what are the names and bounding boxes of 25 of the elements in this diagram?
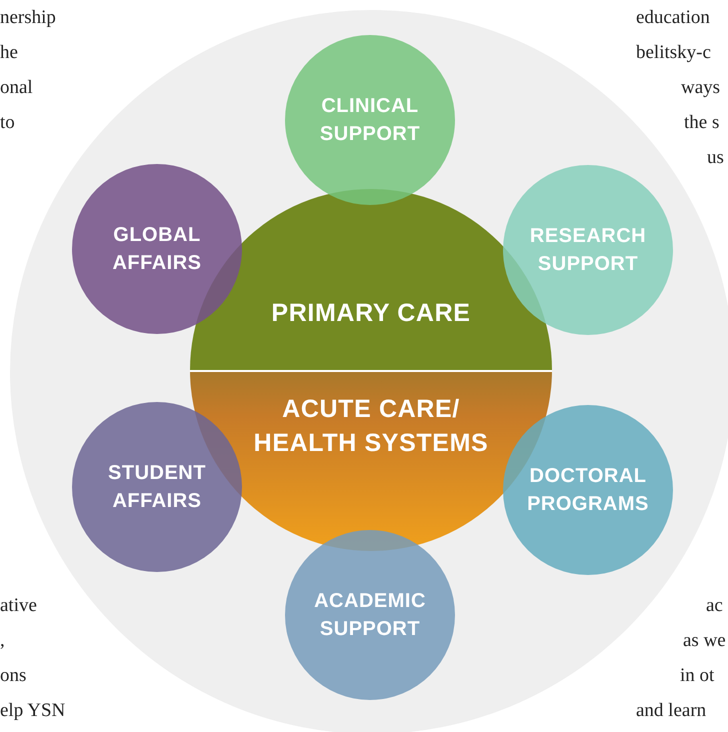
body-text-fragment: and learn bbox=[636, 699, 706, 723]
body-text-fragment: the s bbox=[684, 111, 720, 135]
circle-label: GLOBAL AFFAIRS bbox=[111, 223, 203, 276]
body-text-fragment: us bbox=[707, 146, 724, 170]
body-text-fragment: ative bbox=[0, 594, 37, 618]
body-text-fragment: ons bbox=[0, 664, 26, 688]
body-text-fragment: as we bbox=[683, 629, 726, 653]
circle-label: ACADEMIC SUPPORT bbox=[313, 589, 427, 642]
body-text-fragment: he bbox=[0, 41, 18, 65]
body-text-fragment: ac bbox=[706, 594, 723, 618]
body-text-fragment: in ot bbox=[680, 664, 714, 688]
body-text-fragment: belitsky-c bbox=[636, 41, 711, 65]
body-text-fragment: , bbox=[0, 629, 5, 653]
body-text-fragment: nership bbox=[0, 6, 56, 30]
circle-label: RESEARCH SUPPORT bbox=[528, 224, 648, 277]
circle-title: ACUTE CARE/ HEALTH SYSTEMS bbox=[252, 394, 490, 459]
circle-label: DOCTORAL PROGRAMS bbox=[526, 464, 650, 517]
circle-label: CLINICAL SUPPORT bbox=[318, 94, 422, 147]
circle-title: PRIMARY CARE bbox=[271, 298, 471, 328]
body-text-fragment: onal bbox=[0, 76, 33, 100]
body-text-fragment: to bbox=[0, 111, 15, 135]
body-text-fragment: education bbox=[636, 6, 710, 30]
body-text-fragment: ways bbox=[681, 76, 720, 100]
body-text-fragment: elp YSN bbox=[0, 699, 66, 723]
circle-label: STUDENT AFFAIRS bbox=[107, 461, 207, 514]
